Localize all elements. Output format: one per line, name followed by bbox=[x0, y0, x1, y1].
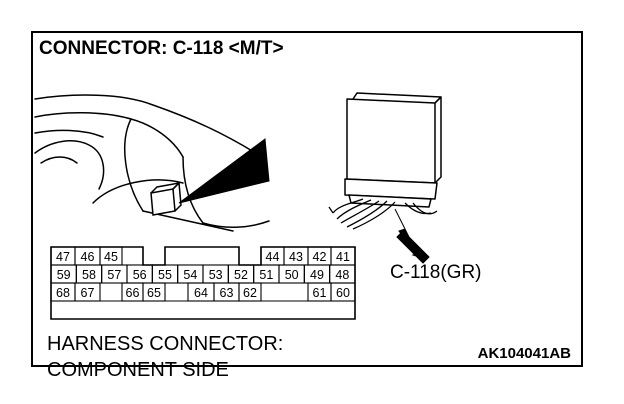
pin-number: 50 bbox=[285, 268, 299, 282]
pin-number: 56 bbox=[133, 268, 147, 282]
pin-cell bbox=[142, 282, 166, 302]
harness-connector-pin-grid: 47 46 45 44 43 42 41 59 58 57 56 55 54 53 52 51 50 49 48 68… bbox=[50, 246, 356, 320]
pin-number: 43 bbox=[289, 250, 303, 264]
pin-number: 61 bbox=[313, 286, 327, 300]
pin-number: 59 bbox=[57, 268, 71, 282]
pin-number: 68 bbox=[56, 286, 70, 300]
pin-number: 52 bbox=[234, 268, 248, 282]
pin-number: 67 bbox=[81, 286, 95, 300]
pin-number: 55 bbox=[158, 268, 172, 282]
pin-number: 51 bbox=[259, 268, 273, 282]
pin-number: 57 bbox=[107, 268, 121, 282]
reference-code: AK104041AB bbox=[477, 345, 571, 362]
pin-number: 62 bbox=[243, 286, 257, 300]
pin-number: 54 bbox=[183, 268, 197, 282]
pin-number: 58 bbox=[82, 268, 96, 282]
pin-number: 53 bbox=[209, 268, 223, 282]
diagram-title: CONNECTOR: C-118 <M/T> bbox=[39, 38, 284, 59]
pin-number: 42 bbox=[313, 250, 327, 264]
dashboard-ecu-illustration bbox=[34, 92, 442, 264]
pin-number: 49 bbox=[310, 268, 324, 282]
pin-number: 66 bbox=[126, 286, 140, 300]
pin-number: 63 bbox=[220, 286, 234, 300]
pin-number: 64 bbox=[194, 286, 208, 300]
pin-number: 41 bbox=[336, 250, 350, 264]
pin-cell bbox=[238, 282, 262, 302]
pin-number: 60 bbox=[336, 286, 350, 300]
caption-harness-connector: HARNESS CONNECTOR: bbox=[47, 333, 284, 355]
pin-number: 44 bbox=[266, 250, 280, 264]
pin-number: 48 bbox=[335, 268, 349, 282]
pin-number: 65 bbox=[147, 286, 161, 300]
diagram-frame: CONNECTOR: C-118 <M/T> bbox=[31, 31, 583, 381]
pin-cell bbox=[330, 282, 356, 302]
pin-number: 46 bbox=[81, 250, 95, 264]
caption-component-side: COMPONENT SIDE bbox=[47, 359, 229, 381]
pin-number: 47 bbox=[56, 250, 70, 264]
connector-callout-label: C-118(GR) bbox=[390, 262, 482, 283]
pin-number: 45 bbox=[104, 250, 118, 264]
pin-cell bbox=[74, 282, 101, 302]
